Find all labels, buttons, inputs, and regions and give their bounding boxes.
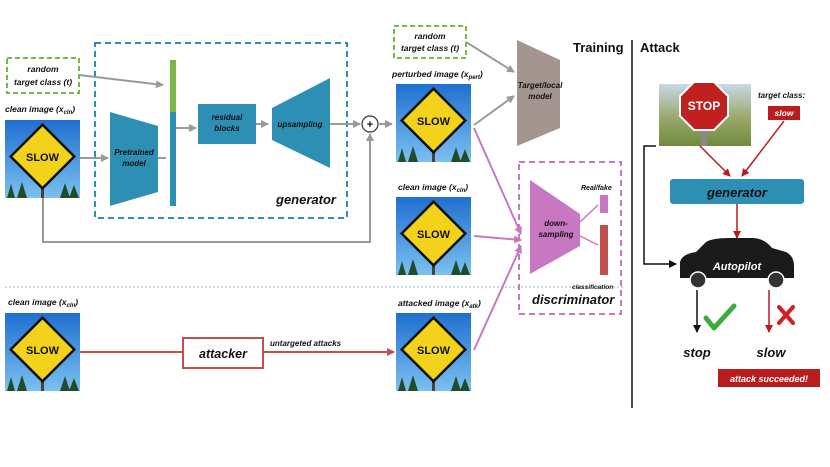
- sign-text-2: SLOW: [417, 116, 451, 128]
- svg-text:clean image (xcln): clean image (xcln): [398, 182, 468, 194]
- car-icon: [680, 238, 794, 289]
- attack-title: Attack: [640, 40, 681, 55]
- arrow-clean-to-disc: [473, 235, 522, 244]
- random-target-left-line1: random: [27, 64, 59, 74]
- perturbed-label: perturbed image (x: [391, 69, 470, 79]
- attacked-label: attacked image (x: [398, 298, 471, 308]
- classification-output: [600, 225, 608, 275]
- discriminator-label: discriminator: [532, 292, 615, 307]
- downsampling-line2: sampling: [538, 230, 573, 239]
- svg-text:perturbed image (xpert): perturbed image (xpert): [391, 69, 483, 81]
- target-model-line1: Target/local: [518, 81, 563, 90]
- upsampling-shape: [272, 78, 330, 168]
- attacked-image: SLOW: [394, 311, 473, 393]
- concat-bar-blue: [170, 112, 176, 206]
- autopilot-label: Autopilot: [712, 261, 763, 273]
- clean-image-label: clean image (x: [5, 104, 65, 114]
- real-fake-label: Real/fake: [581, 185, 612, 192]
- generator-label: generator: [275, 192, 337, 207]
- svg-text:attacked image (xatk): attacked image (xatk): [398, 298, 481, 310]
- check-icon: [703, 303, 737, 331]
- target-class-badge: [768, 106, 800, 120]
- svg-text:clean image (xcln): clean image (xcln): [5, 104, 75, 116]
- attack-succeeded-badge: [718, 369, 820, 387]
- arrow-atk-to-disc: [473, 245, 522, 351]
- clean-image-bottom-sub: cln: [67, 303, 76, 309]
- skip-connection: [42, 133, 374, 243]
- residual-blocks: [198, 104, 256, 144]
- clean-image-sub: cln: [64, 110, 73, 116]
- perturbed-image: SLOW: [394, 82, 473, 164]
- stop-sign-photo: STOP: [659, 81, 751, 146]
- sign-text-4: SLOW: [26, 345, 60, 357]
- clean-image-bottom-label: clean image (x: [8, 297, 68, 307]
- untargeted-label: untargeted attacks: [270, 339, 342, 348]
- attack-generator-box: [670, 179, 804, 204]
- target-class-label: target class:: [758, 91, 805, 100]
- random-target-left-line2: target class (t): [14, 77, 72, 87]
- random-target-top-line2: target class (t): [401, 43, 459, 53]
- stop-sign-text: STOP: [688, 99, 720, 113]
- pretrained-line2: model: [122, 159, 146, 168]
- clean-image-mid-sub: cln: [457, 188, 466, 194]
- sign-text-3: SLOW: [417, 229, 451, 241]
- residual-line2: blocks: [214, 124, 240, 133]
- clean-image-top: SLOW: [3, 118, 82, 200]
- attack-generator-label: generator: [706, 185, 768, 200]
- training-title: Training: [573, 40, 624, 55]
- pretrained-line1: Pretrained: [114, 148, 155, 157]
- result-stop: stop: [683, 345, 711, 360]
- target-class-value: slow: [775, 108, 795, 118]
- upsampling-label: upsampling: [278, 120, 323, 129]
- residual-line1: residual: [212, 113, 243, 122]
- result-slow: slow: [757, 345, 787, 360]
- arrow-target-to-model: [465, 41, 515, 73]
- clean-image-mid: SLOW: [394, 195, 473, 277]
- clean-image-bottom: SLOW: [3, 311, 82, 393]
- arrow-pert-to-model: [473, 95, 515, 126]
- arrow-pert-to-disc: [473, 127, 522, 235]
- arrow-target-to-concat: [78, 74, 164, 89]
- target-model-shape: [517, 40, 560, 146]
- pretrained-model-shape: [110, 112, 158, 206]
- generator-box: [94, 42, 348, 219]
- arrow-photo-to-car: [643, 145, 677, 268]
- clean-image-mid-label: clean image (x: [398, 182, 458, 192]
- random-target-top-line1: random: [414, 31, 446, 41]
- attacker-box: [182, 337, 264, 369]
- concat-bar-green: [170, 60, 176, 112]
- sign-text-1: SLOW: [26, 152, 60, 164]
- real-fake-output: [600, 195, 608, 213]
- cross-icon: [777, 305, 795, 325]
- attacked-sub: atk: [469, 304, 478, 310]
- sign-text-5: SLOW: [417, 345, 451, 357]
- attacker-label: attacker: [199, 347, 248, 361]
- downsampling-shape: [530, 180, 580, 274]
- classification-label: classification: [572, 284, 613, 291]
- plus-symbol: +: [367, 119, 373, 131]
- svg-text:clean image (xcln): clean image (xcln): [8, 297, 78, 309]
- perturbed-sub: pert: [468, 75, 481, 81]
- attack-succeeded-label: attack succeeded!: [730, 374, 808, 384]
- target-model-line2: model: [528, 92, 552, 101]
- downsampling-line1: down-: [544, 219, 568, 228]
